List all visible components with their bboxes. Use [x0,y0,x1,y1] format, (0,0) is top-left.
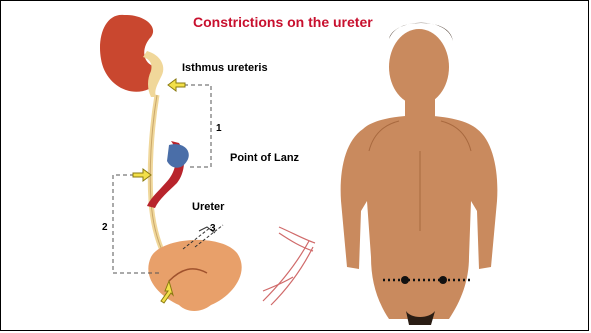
cross-section-sketch [263,227,315,305]
segment-number-2: 2 [102,222,108,233]
page-title: Constrictions on the ureter [193,14,373,30]
label-point-of-lanz: Point of Lanz [230,152,299,164]
label-isthmus-ureteris: Isthmus ureteris [182,62,268,74]
segment-number-3: 3 [210,223,216,234]
segment-number-1: 1 [216,123,222,134]
label-ureter: Ureter [192,201,224,213]
arrow-isthmus [168,79,185,91]
